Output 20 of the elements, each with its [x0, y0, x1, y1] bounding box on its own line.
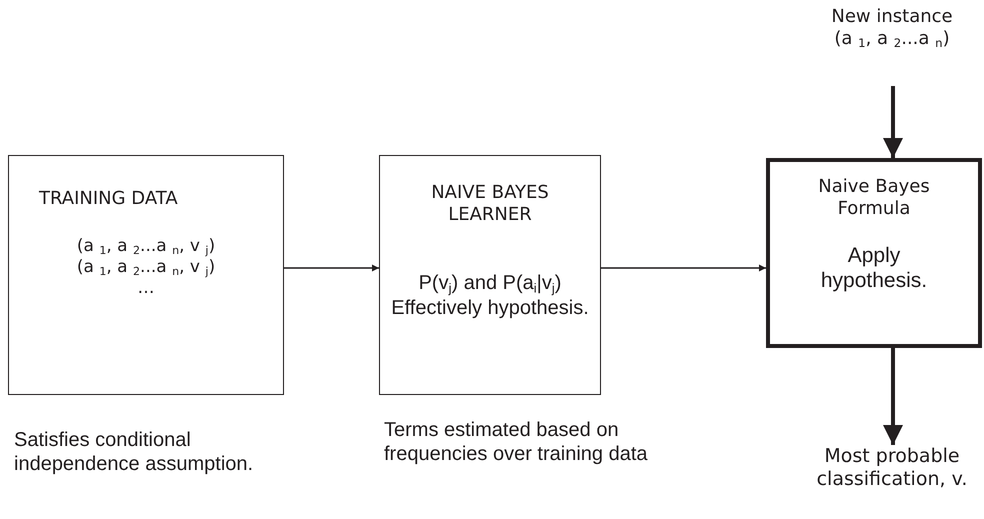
arrow	[601, 264, 766, 272]
arrow	[883, 86, 903, 158]
box-heading: TRAINING DATA	[39, 188, 178, 210]
box-body: Apply hypothesis.	[820, 243, 928, 294]
arrow	[883, 348, 903, 445]
ellipsis-text: …	[138, 278, 154, 298]
input-tuple: (a $_{1}$, a $_{2}$...a $_{n}$)	[834, 28, 950, 50]
box-note: Satisfies conditional independence assumption.	[14, 428, 254, 476]
box-note: Terms estimated based on frequencies over training data	[384, 418, 648, 466]
input-label: New instance	[831, 6, 953, 28]
process-box	[766, 158, 982, 348]
process-box	[379, 155, 601, 395]
arrow	[284, 264, 379, 272]
box-heading: Naive Bayes Formula	[817, 176, 931, 220]
tuple-text: (a $_{1}$, a $_{2}$...a $_{n}$, v $_{j}$)	[76, 256, 216, 278]
box-heading: NAIVE BAYES LEARNER	[430, 182, 550, 226]
tuple-text: (a $_{1}$, a $_{2}$...a $_{n}$, v $_{j}$)	[76, 236, 216, 257]
process-box	[8, 155, 284, 395]
output-label: Most probable classification, v.	[816, 445, 968, 491]
box-body: P(v$_{j}$) and P(a$_{i}$|v$_{j}$) Effectively hypothesis.	[390, 271, 590, 320]
